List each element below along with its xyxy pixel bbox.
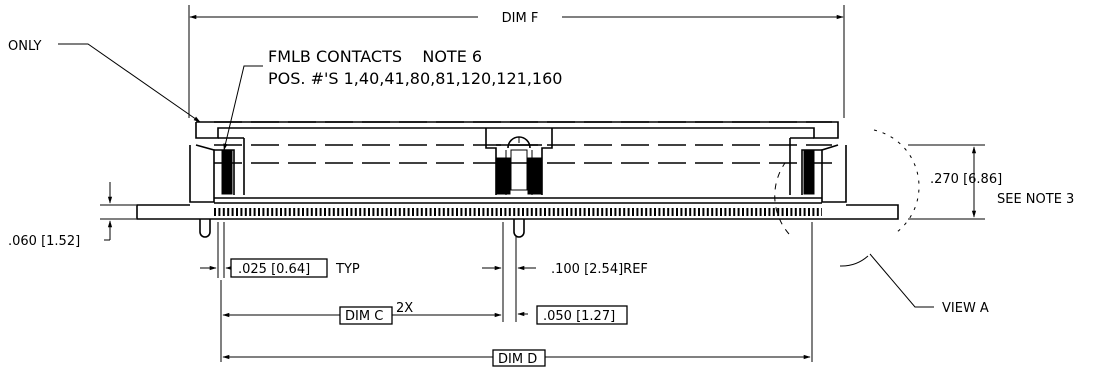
pitch-dimension: .025 [0.64] TYP — [200, 222, 360, 278]
view-a-label: VIEW A — [942, 301, 989, 316]
two-x-label: 2X — [396, 301, 413, 316]
only-callout: ONLY — [8, 39, 201, 123]
flange-dimension: .060 [1.52] — [8, 182, 136, 249]
height-dimension: .270 [6.86] SEE NOTE 3 — [908, 144, 1074, 220]
height-label: .270 [6.86] — [930, 172, 1002, 187]
dim-c-dimension: DIM C 2X — [220, 280, 502, 325]
ref-label: .100 [2.54]REF — [551, 262, 648, 277]
ref-dimension: .100 [2.54]REF — [482, 222, 648, 322]
flange-label: .060 [1.52] — [8, 234, 80, 249]
dim-c-label: DIM C — [345, 309, 383, 324]
dim-f-label: DIM F — [502, 11, 539, 26]
fmlb-line-2: POS. #'S 1,40,41,80,81,120,121,160 — [268, 69, 562, 88]
dim-d-label: DIM D — [498, 352, 537, 367]
view-a-callout: VIEW A — [774, 129, 989, 316]
connector-body — [136, 121, 899, 238]
offset-dimension: .050 [1.27] — [517, 305, 628, 325]
typ-label: TYP — [335, 262, 360, 277]
dim-d-dimension: DIM D — [220, 222, 813, 367]
fmlb-note: FMLB CONTACTS NOTE 6 POS. #'S 1,40,41,80… — [223, 47, 562, 151]
pitch-label: .025 [0.64] — [238, 262, 310, 277]
dim-f-dimension: DIM F — [188, 5, 845, 118]
only-label: ONLY — [8, 39, 41, 54]
offset-label: .050 [1.27] — [543, 309, 615, 324]
see-note-label: SEE NOTE 3 — [997, 192, 1074, 207]
fmlb-line-1: FMLB CONTACTS NOTE 6 — [268, 47, 482, 66]
